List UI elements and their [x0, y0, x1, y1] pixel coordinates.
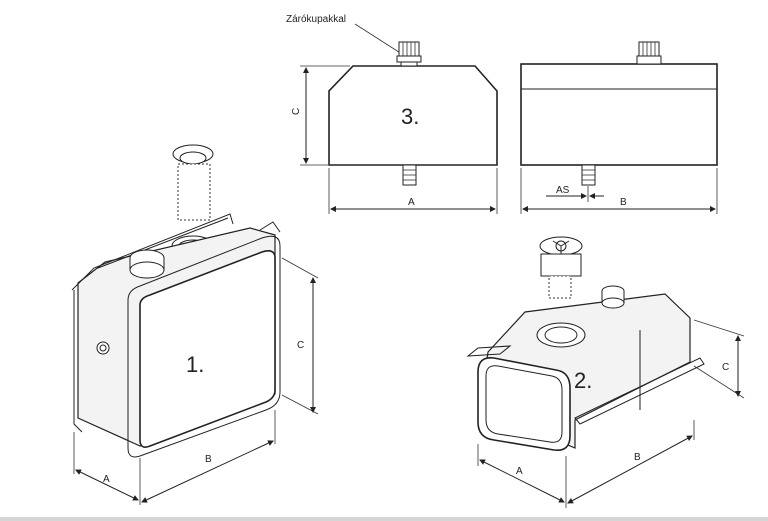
dim-b-label-1: B [205, 454, 212, 465]
dim-c-label-3: C [291, 108, 302, 115]
dim-a-label-2: A [516, 466, 523, 477]
outlet-3-side [581, 164, 596, 186]
view-3-front: Zárókupakkal 3. C A [286, 14, 498, 214]
dim-b-line-1 [141, 440, 274, 503]
tank-2-front-face [477, 356, 571, 452]
filler-cap-3 [396, 41, 422, 67]
dim-a-label-3: A [408, 197, 415, 208]
dim-c-label-1: C [297, 340, 304, 351]
cap-callout-leader [354, 23, 403, 55]
bottom-border [0, 517, 768, 521]
tank-3-side-body [520, 63, 718, 166]
view-1-isometric: 1. C B A [71, 144, 319, 505]
dim-c-label-2: C [722, 362, 729, 373]
tank-3-body [328, 65, 498, 166]
small-cap-1 [129, 249, 165, 279]
outlet-3 [402, 164, 417, 186]
dim-a-line-2 [479, 459, 565, 503]
dim-b-label-3: B [620, 197, 627, 208]
view-2-number: 2. [574, 368, 592, 393]
view-3-side: AS B [520, 41, 718, 214]
dim-b-label-2: B [634, 452, 641, 463]
filler-cap-3-side [636, 41, 662, 65]
filler-2 [539, 236, 583, 299]
dim-as-label: AS [556, 185, 570, 196]
dim-a-label-1: A [103, 474, 110, 485]
view-1-number: 1. [186, 352, 204, 377]
view-3-number: 3. [401, 104, 419, 129]
dim-a-line-1 [75, 469, 139, 501]
small-cap-2 [601, 285, 625, 309]
view-2-isometric: 2. C A B [466, 236, 745, 508]
dim-b-line-2 [567, 435, 693, 504]
cap-callout-label: Zárókupakkal [286, 14, 346, 25]
